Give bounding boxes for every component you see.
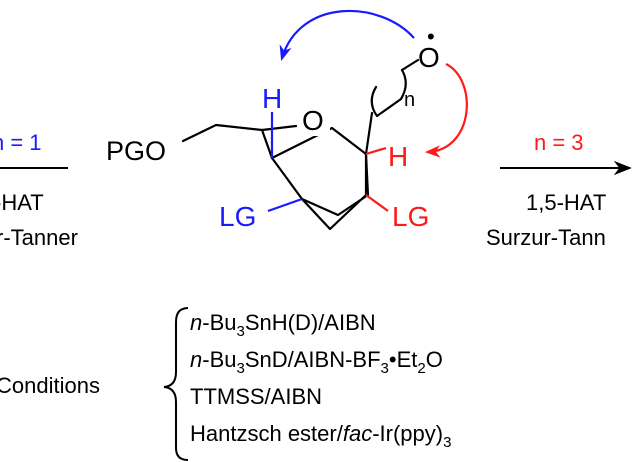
c-lg-bond-blue xyxy=(267,197,303,213)
side-chain-bond xyxy=(364,111,374,156)
red-hydrogen-label: H xyxy=(388,141,408,172)
left-arrow-condition: n = 1 xyxy=(0,130,42,155)
ring-bond-bottom xyxy=(300,193,368,231)
c-lg-bond-red xyxy=(365,194,389,212)
ring-oxygen-bg xyxy=(300,98,330,136)
condition-item-3: TTMSS/AIBN xyxy=(190,384,322,409)
left-arrow-method-label: r-Tanner xyxy=(0,225,78,250)
right-arrow-hat-label: 1,5-HAT xyxy=(526,190,606,215)
n-subscript-label: n xyxy=(404,89,415,111)
condition-item-4: Hantzsch ester/fac-Ir(ppy)3 xyxy=(190,421,451,451)
red-leaving-group-label: LG xyxy=(392,201,429,232)
left-reaction-arrow: n = 1 -HAT r-Tanner xyxy=(0,130,78,250)
conditions-label: Conditions xyxy=(0,373,100,398)
blue-hydrogen-label: H xyxy=(262,83,282,114)
condition-item-1: n-Bu3SnH(D)/AIBN xyxy=(190,310,376,340)
right-reaction-arrow: n = 3 1,5-HAT Surzur-Tann xyxy=(486,130,632,250)
left-arrow-hat-label: -HAT xyxy=(0,190,44,215)
blue-leaving-group-label: LG xyxy=(219,201,256,232)
chain-to-oxygen xyxy=(400,58,420,72)
radical-dot: • xyxy=(427,24,435,49)
ring-oxygen-label: O xyxy=(302,105,324,136)
pgo-label: PGO xyxy=(106,136,166,166)
ch-bond-red xyxy=(365,146,387,156)
condition-item-2: n-Bu3SnD/AIBN-BF3•Et2O xyxy=(190,347,443,377)
blue-hat-curved-arrow xyxy=(279,9,415,61)
conditions-block: Conditions n-Bu3SnH(D)/AIBN n-Bu3SnD/AIB… xyxy=(0,307,451,461)
conditions-brace xyxy=(163,307,189,461)
red-hat-curved-arrow xyxy=(424,63,468,158)
right-arrow-condition: n = 3 xyxy=(534,130,584,155)
radical-oxygen-label: O xyxy=(418,42,440,73)
ring-bonds xyxy=(260,124,370,217)
pgo-to-ring-chain xyxy=(181,123,264,143)
right-arrow-method-label: Surzur-Tann xyxy=(486,225,606,250)
ring-bond-left xyxy=(260,128,274,160)
chain-bracket xyxy=(370,68,407,118)
